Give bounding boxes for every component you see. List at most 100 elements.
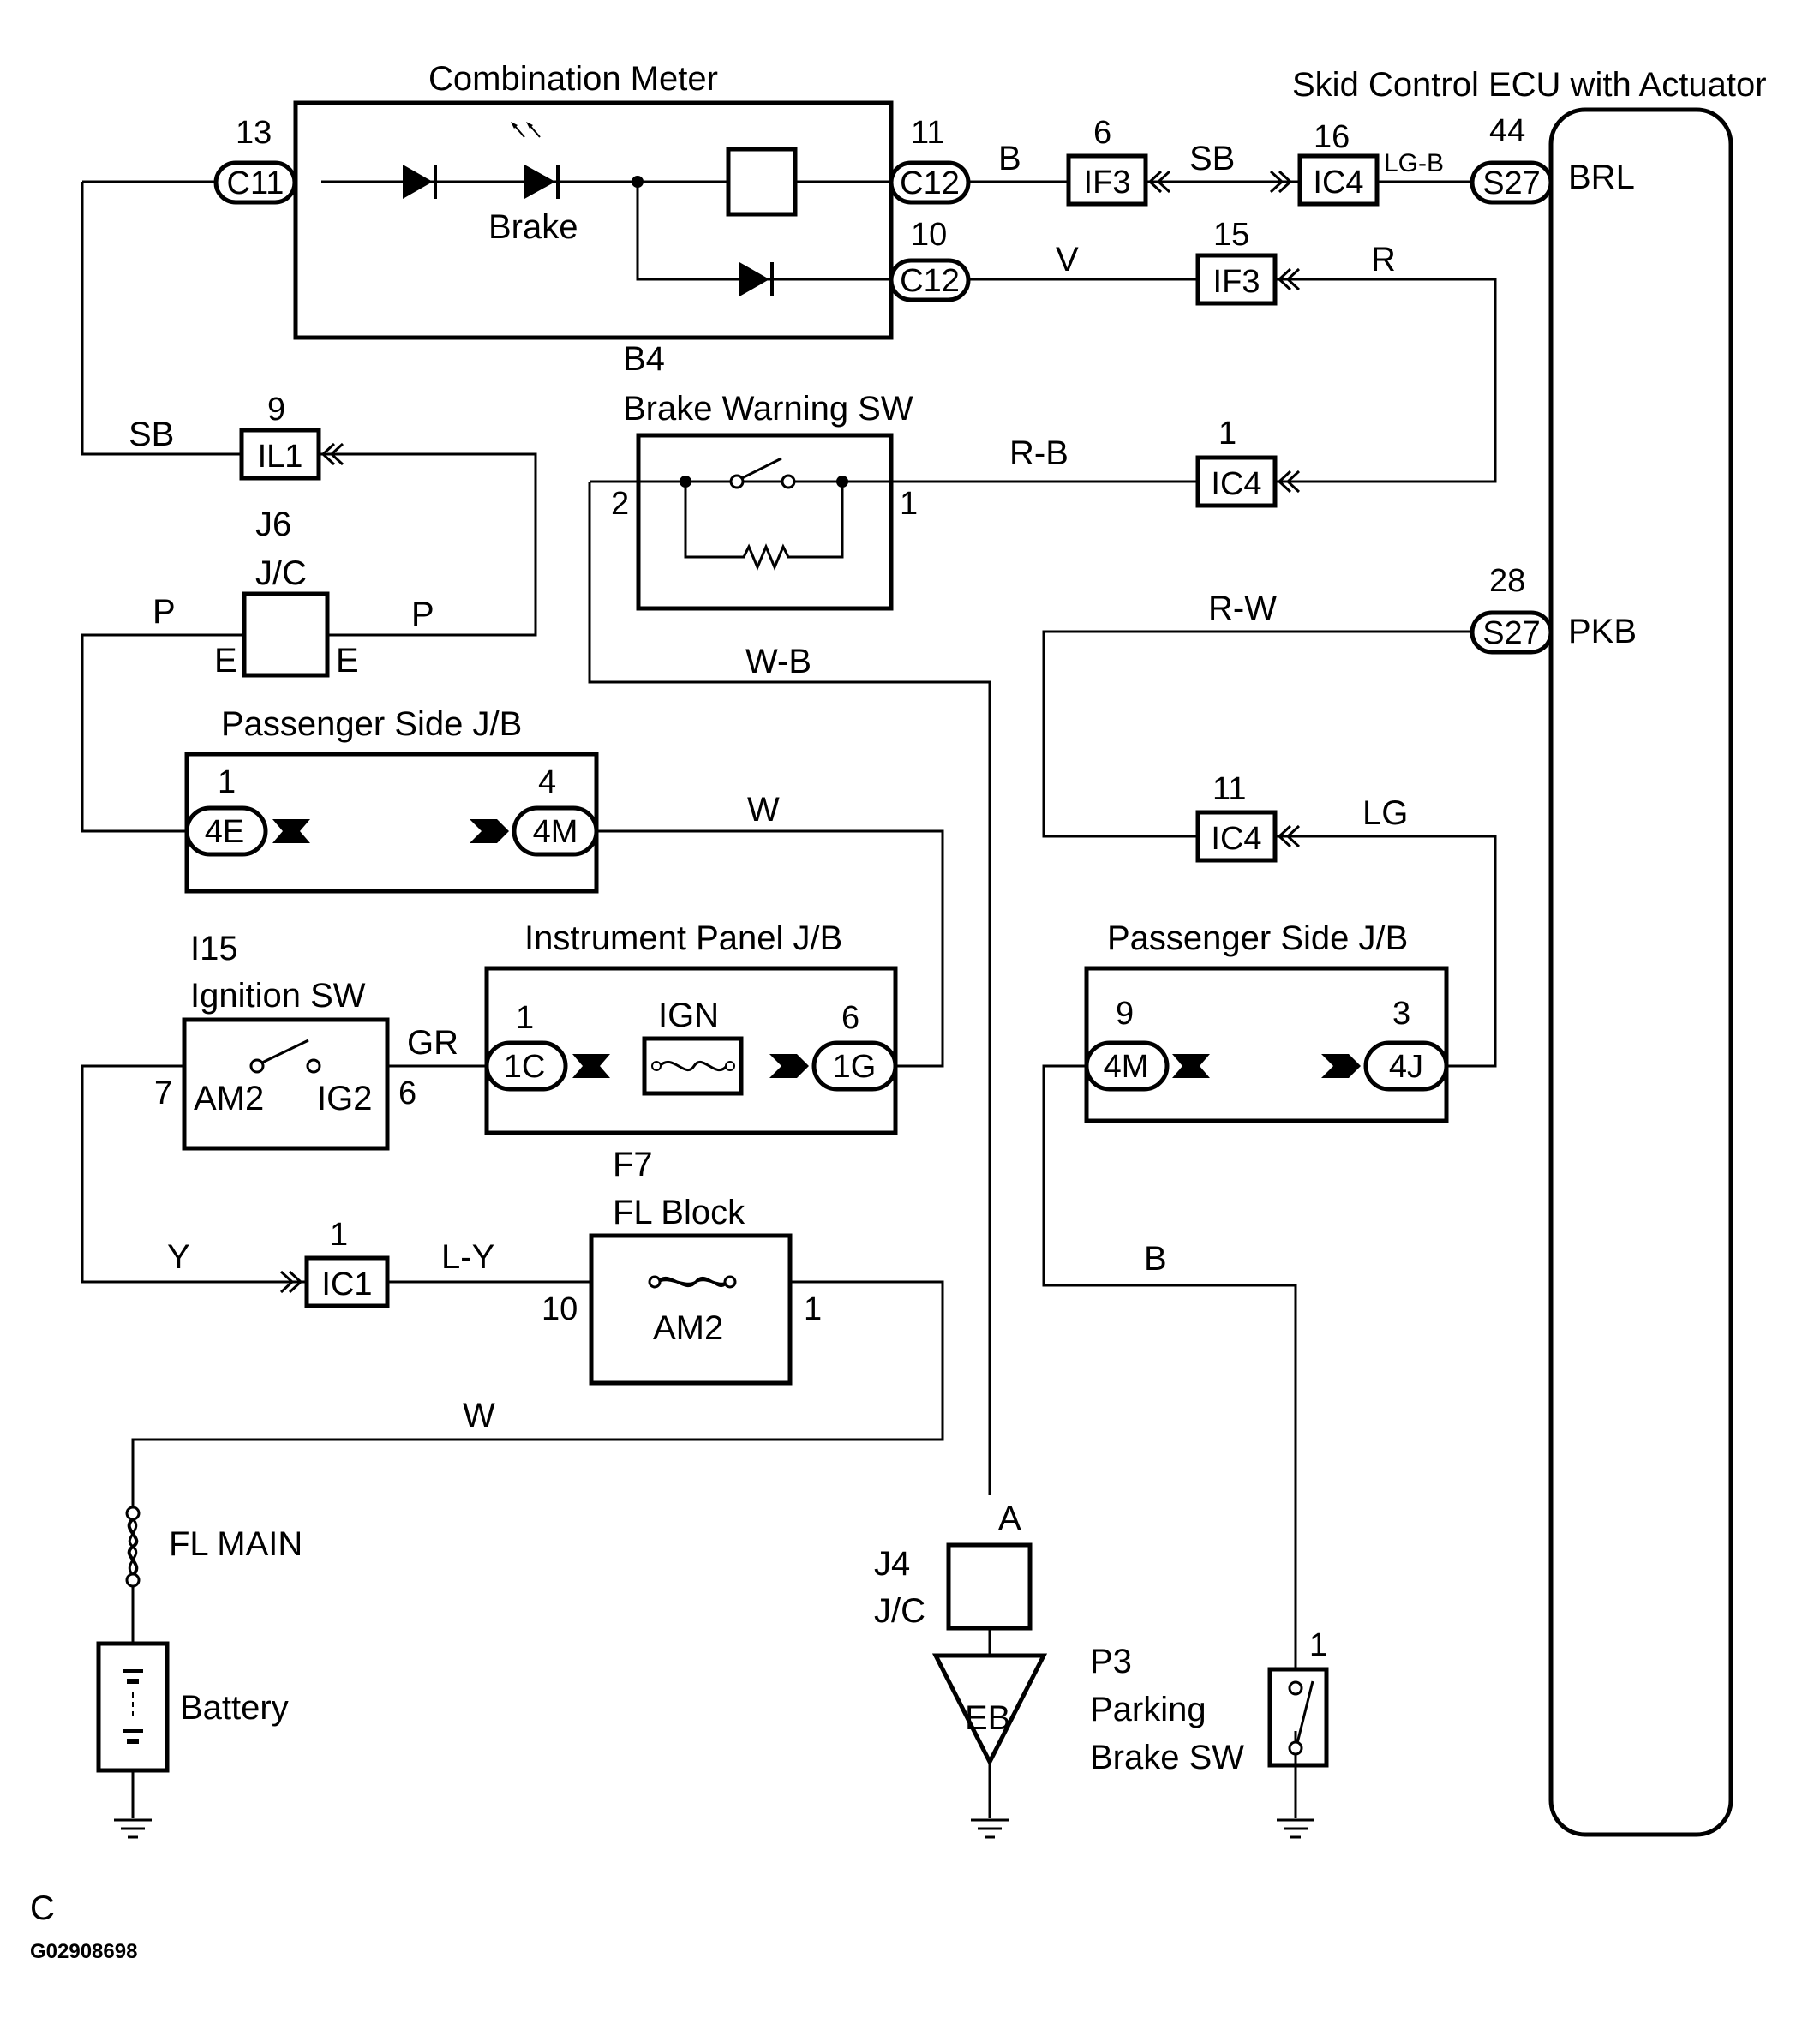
pin-label: 6 xyxy=(398,1075,416,1111)
connector-c12-top: 11 C12 xyxy=(889,115,971,205)
connector-pin: 1 xyxy=(218,764,236,800)
pin-label: 2 xyxy=(611,486,629,522)
connector-code: IC1 xyxy=(321,1266,372,1302)
connector-ic4-top: 16 IC4 xyxy=(1269,119,1380,207)
passenger-side-jb-right: Passenger Side J/B 9 4M 3 4J xyxy=(1084,919,1449,1123)
passenger-side-jb-left: Passenger Side J/B 1 4E 4 4M xyxy=(184,705,599,894)
connector-pin: 3 xyxy=(1392,996,1410,1032)
wire-label: SB xyxy=(129,416,174,453)
terminal-label: IG2 xyxy=(317,1080,372,1117)
wire-label: GR xyxy=(407,1024,458,1062)
junction-connector-j4: A J4 J/C xyxy=(874,1500,1033,1631)
connector-pin: 13 xyxy=(236,115,272,151)
connector-pin: 9 xyxy=(267,392,285,428)
connector-s27-pkb: 28 S27 xyxy=(1470,563,1554,655)
connector-code: IF3 xyxy=(1084,165,1131,201)
diode-icon xyxy=(403,165,437,199)
junction-connector-j6: J6 J/C E E xyxy=(214,506,359,680)
parking-brake-sw-line2: Brake SW xyxy=(1090,1739,1244,1776)
switch-contact-icon xyxy=(1296,1680,1314,1744)
wire-label: V xyxy=(1056,241,1079,278)
ground-point-eb: EB xyxy=(931,1653,1048,1767)
resistor-icon xyxy=(684,482,844,571)
component-code: J4 xyxy=(874,1545,910,1583)
pin-label: 7 xyxy=(154,1075,172,1111)
jb-title: Passenger Side J/B xyxy=(221,705,522,743)
connector-code: S27 xyxy=(1482,165,1541,201)
pin-label: E xyxy=(214,642,237,680)
connector-pin: 11 xyxy=(1212,771,1246,807)
wire-label: L-Y xyxy=(441,1238,494,1276)
connector-code: IC4 xyxy=(1211,466,1261,502)
pin-label: 1 xyxy=(804,1291,822,1327)
fl-main-label: FL MAIN xyxy=(169,1525,302,1563)
connector-ic1: 1 IC1 xyxy=(279,1217,390,1308)
connector-pin: 11 xyxy=(911,115,944,151)
connector-pin: 4 xyxy=(538,764,556,800)
jb-title: Passenger Side J/B xyxy=(1107,919,1408,957)
connector-code: IC4 xyxy=(1313,165,1363,201)
connector-code: 1C xyxy=(504,1049,546,1085)
jb-title: Instrument Panel J/B xyxy=(524,919,842,957)
ground-icon xyxy=(1277,1818,1314,1839)
gauge-icon xyxy=(726,147,798,217)
component-code: J6 xyxy=(255,506,291,543)
fuse-label: IGN xyxy=(658,997,719,1034)
switch-contact-icon xyxy=(249,1039,321,1074)
connector-code: C12 xyxy=(900,263,960,299)
ground-icon xyxy=(971,1818,1009,1839)
connector-c11: 13 C11 xyxy=(213,115,297,205)
fl-main-fusible-link: FL MAIN xyxy=(125,1506,302,1588)
combination-meter: Combination Meter Brake xyxy=(293,60,894,340)
component-type: J/C xyxy=(255,554,307,592)
component-code: B4 xyxy=(623,340,665,378)
wire-label: B xyxy=(1144,1240,1167,1278)
connector-s27-brl: 44 S27 xyxy=(1470,113,1554,205)
instrument-panel-jb: Instrument Panel J/B 1 1C IGN 6 1G xyxy=(484,919,898,1135)
wire-label: Y xyxy=(167,1238,190,1276)
combination-meter-title: Combination Meter xyxy=(428,60,718,98)
corner-mark: C xyxy=(30,1889,55,1927)
connector-pin: 1 xyxy=(330,1217,348,1253)
connector-if3-top: 6 IF3 xyxy=(1066,115,1171,207)
brake-warning-lamp-icon xyxy=(511,122,560,199)
battery-icon xyxy=(96,1641,170,1773)
brl-terminal-label: BRL xyxy=(1568,159,1635,196)
connector-code: IC4 xyxy=(1211,821,1261,857)
connector-code: S27 xyxy=(1482,615,1541,651)
brake-lamp-label: Brake xyxy=(488,208,578,246)
parking-brake-sw-line1: Parking xyxy=(1090,1691,1206,1728)
connector-pin: 28 xyxy=(1489,563,1525,599)
wire-label: W-B xyxy=(745,643,811,680)
connector-pin: 10 xyxy=(911,217,947,253)
wire-label: R-W xyxy=(1208,590,1277,627)
connector-if3-bottom: 15 IF3 xyxy=(1195,217,1301,306)
brake-warning-sw-title: Brake Warning SW xyxy=(623,390,913,428)
pkb-terminal-label: PKB xyxy=(1568,613,1637,650)
junction-dot xyxy=(632,176,644,188)
ground-point-label: EB xyxy=(965,1699,1010,1737)
fuse-icon xyxy=(651,1060,735,1072)
skid-control-ecu: Skid Control ECU with Actuator BRL PKB xyxy=(1292,66,1767,1837)
figure-code: G02908698 xyxy=(30,1940,137,1963)
wire-label: W xyxy=(747,791,780,829)
fuse-label: AM2 xyxy=(653,1309,723,1347)
wire-label: P xyxy=(411,596,434,633)
connector-pin: 9 xyxy=(1116,996,1134,1032)
connector-code: IF3 xyxy=(1213,264,1260,300)
brake-warning-switch: B4 Brake Warning SW 2 1 xyxy=(611,340,918,611)
diode-icon xyxy=(739,262,774,296)
ignition-switch: I15 Ignition SW AM2 IG2 7 6 xyxy=(154,930,416,1151)
pin-label: A xyxy=(998,1500,1021,1537)
connector-c12-bottom: 10 C12 xyxy=(889,217,971,302)
wires xyxy=(81,180,1497,1818)
connector-code: 4E xyxy=(205,814,244,850)
connector-pin: 6 xyxy=(841,1000,859,1036)
wire-label: R xyxy=(1371,241,1396,278)
connector-pin: 6 xyxy=(1093,115,1111,151)
connector-code: 1G xyxy=(833,1049,877,1085)
connector-code: 4J xyxy=(1389,1049,1423,1085)
connector-ic4-rb: 1 IC4 xyxy=(1195,416,1301,508)
component-type: J/C xyxy=(874,1592,925,1630)
pin-label: 1 xyxy=(1309,1627,1327,1663)
